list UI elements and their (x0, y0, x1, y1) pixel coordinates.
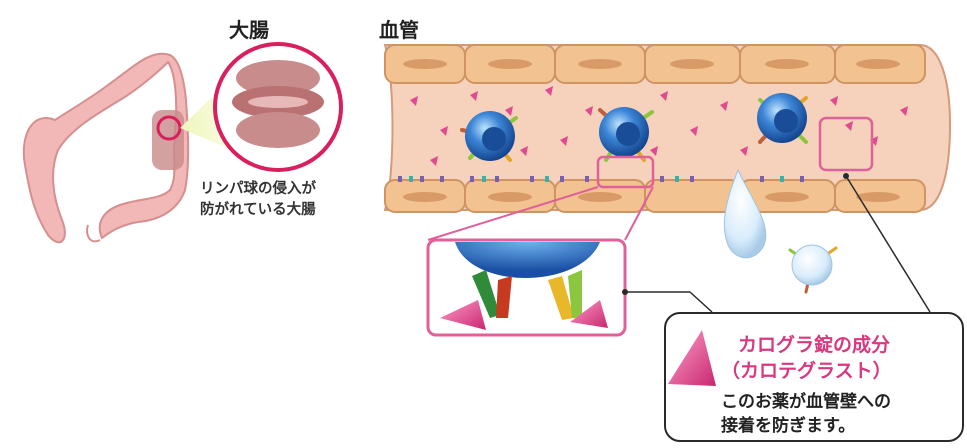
callout-title-line2: （カロテグラスト） (721, 356, 892, 383)
colon-caption-line1: リンパ球の侵入が (200, 177, 316, 198)
callout-text-line2: 接着を防ぎます。 (721, 411, 855, 436)
pale-lymphocyte (790, 245, 836, 292)
callout-text-line1: このお薬が血管壁への (721, 387, 891, 412)
magnified-binding-box (428, 240, 625, 335)
colon-illustration (24, 54, 188, 243)
colon-magnified-circle (215, 44, 341, 170)
colon-caption-line2: 防がれている大腸 (200, 198, 316, 219)
lymphocyte-3 (757, 93, 807, 143)
vessel-title: 血管 (379, 14, 419, 43)
colon-title: 大腸 (229, 14, 269, 43)
callout-title-line1: カログラ錠の成分 (738, 330, 890, 357)
